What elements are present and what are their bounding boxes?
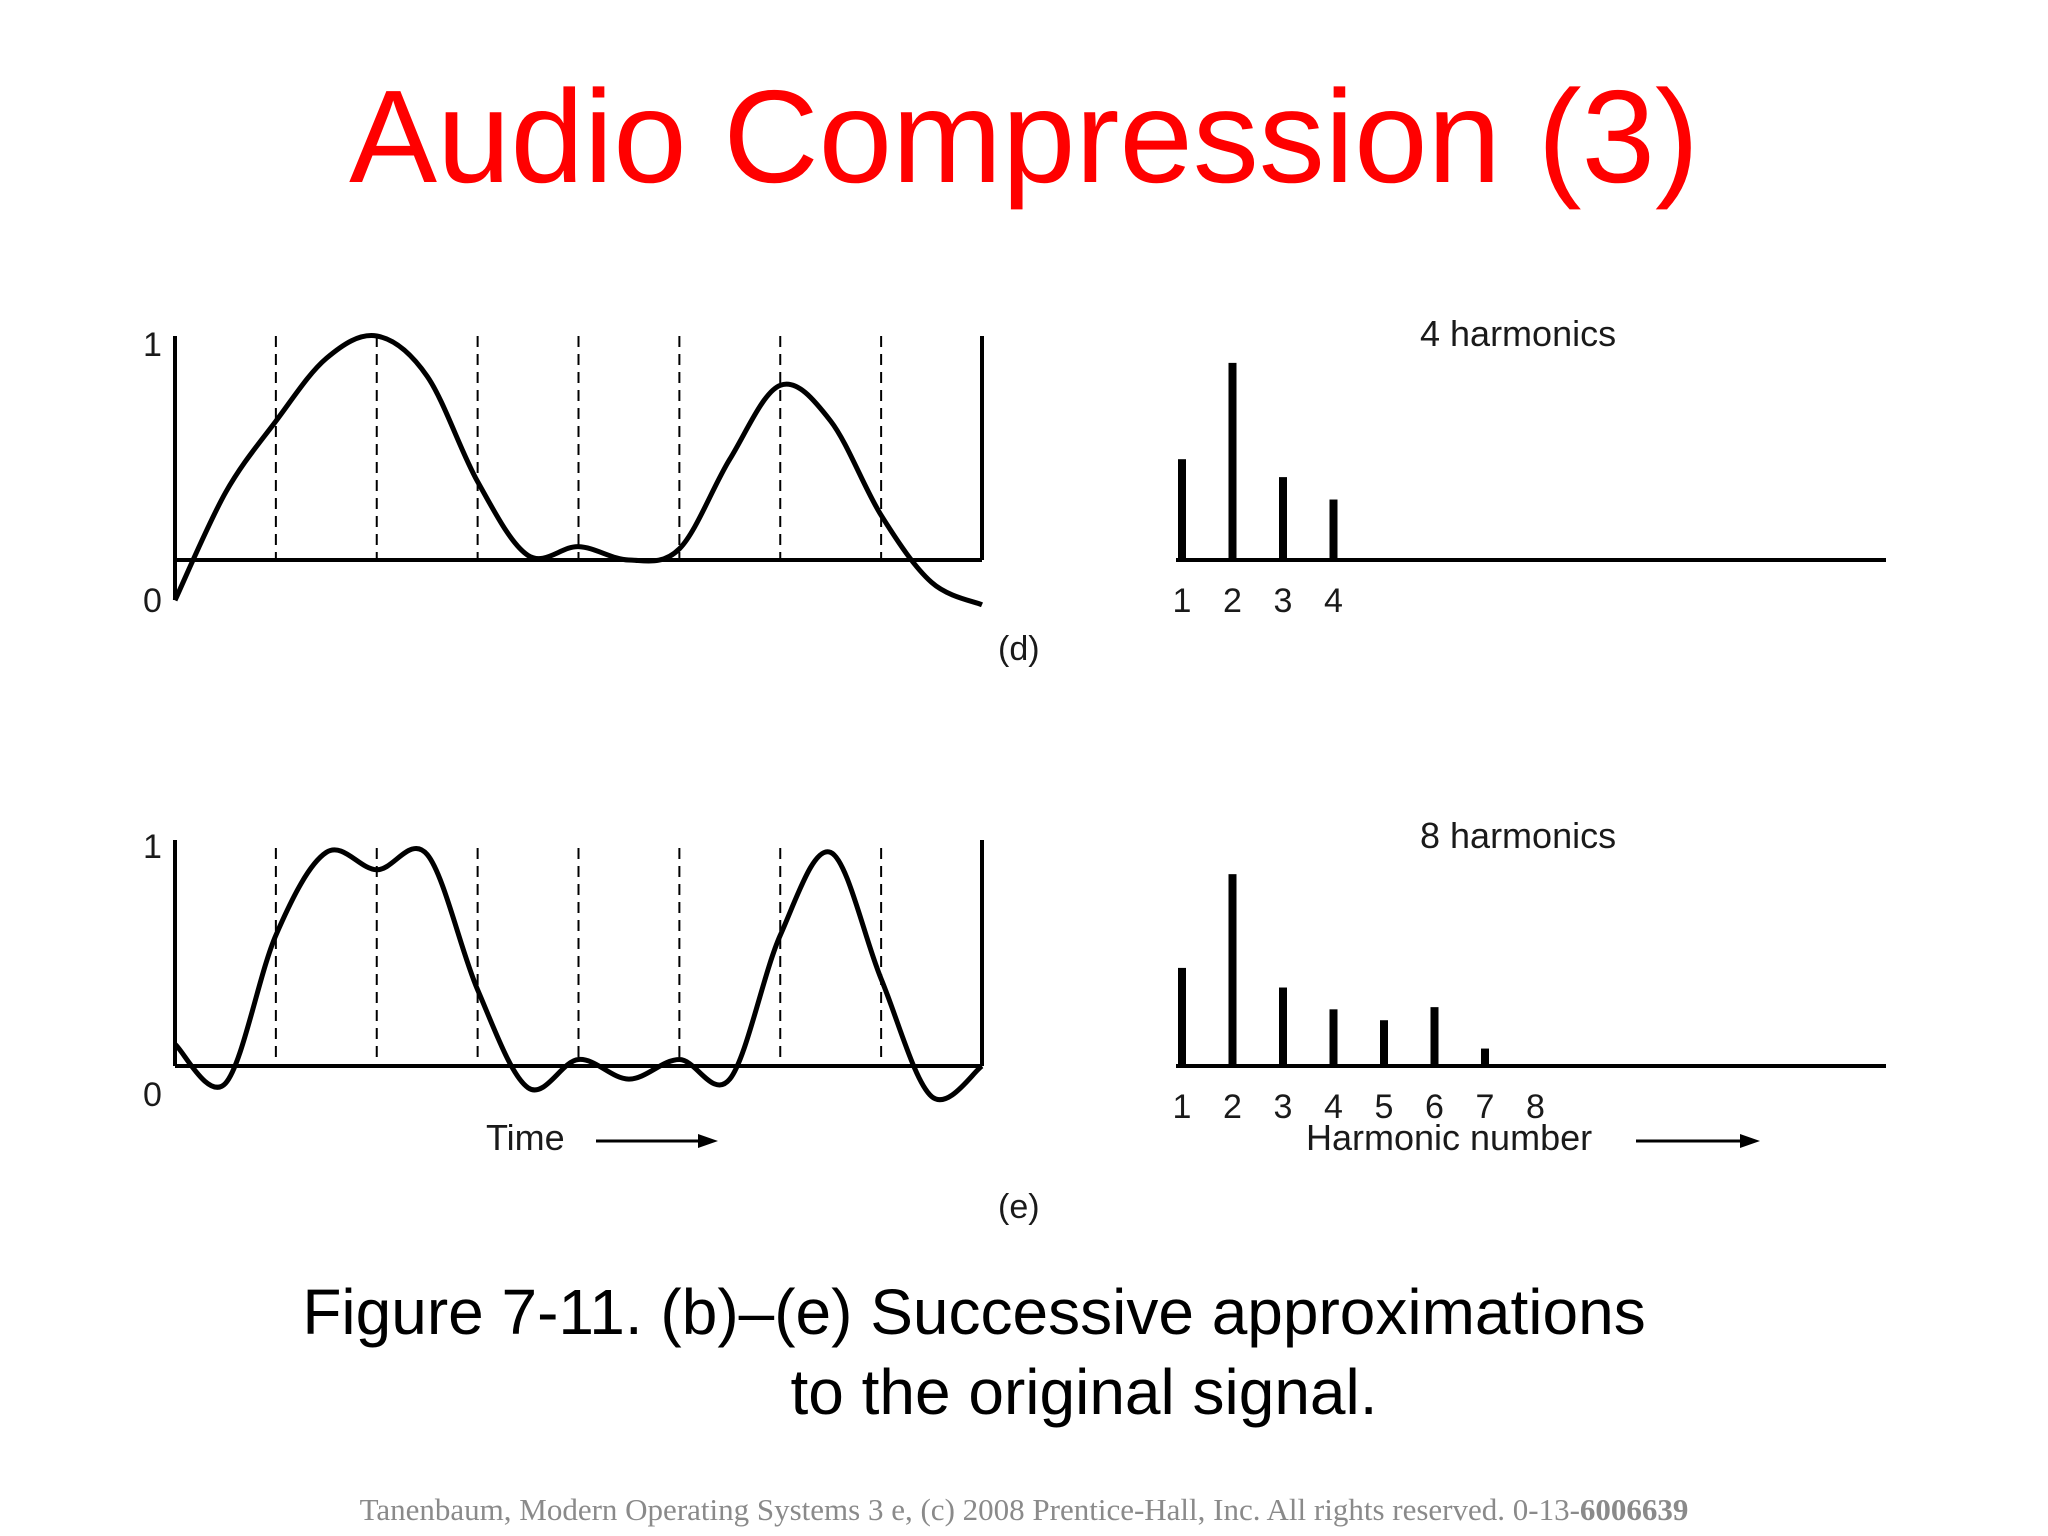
signal-e-ytick-0: 0 — [143, 1076, 162, 1114]
harmonics-e-bar-6 — [1430, 1007, 1439, 1066]
harmonics-e-title: 8 harmonics — [1420, 815, 1616, 856]
harmonics-e-tick-6: 6 — [1425, 1088, 1444, 1126]
harmonics-e-bars — [1178, 874, 1489, 1066]
panel-label-d: (d) — [998, 630, 1040, 668]
signal-e-ytick-1: 1 — [143, 828, 162, 866]
signal-e-gridlines — [274, 848, 883, 1066]
signal-chart-d: 1 0 (d) — [143, 326, 1040, 668]
signal-e-xlabel: Time — [486, 1117, 565, 1158]
harmonics-d-bar-1 — [1178, 459, 1186, 560]
harmonics-e-tick-8: 8 — [1526, 1088, 1545, 1126]
harmonics-d-tick-4: 4 — [1324, 582, 1343, 620]
harmonics-d-bar-4 — [1329, 499, 1338, 560]
signal-e-curve — [173, 846, 984, 1102]
signal-d-gridlines — [274, 336, 883, 560]
signal-d-ytick-1: 1 — [143, 326, 162, 364]
harmonics-e-tick-2: 2 — [1223, 1088, 1242, 1126]
caption-line-2: to the original signal. — [790, 1356, 1378, 1428]
harmonics-e-bar-7 — [1481, 1048, 1489, 1066]
harmonics-d-bar-2 — [1228, 362, 1237, 560]
harmonics-d-tick-1: 1 — [1173, 582, 1192, 620]
harmonics-e-bar-4 — [1329, 1009, 1338, 1066]
signal-d-curve — [172, 333, 984, 608]
harmonics-e-bar-5 — [1380, 1020, 1388, 1066]
harmonics-d-tick-3: 3 — [1274, 582, 1293, 620]
harmonic-arrow-head — [1740, 1134, 1760, 1148]
harmonics-d-title: 4 harmonics — [1420, 313, 1616, 354]
harmonics-e-tick-3: 3 — [1274, 1088, 1293, 1126]
signal-chart-e: 1 0 Time (e) — [143, 828, 1040, 1226]
harmonics-d-bars — [1178, 362, 1338, 560]
copyright-footer: Tanenbaum, Modern Operating Systems 3 e,… — [0, 1490, 2048, 1530]
harmonics-e-xlabel: Harmonic number — [1306, 1117, 1592, 1158]
panel-label-e: (e) — [998, 1188, 1040, 1226]
caption-line-1: Figure 7-11. (b)–(e) Successive approxim… — [302, 1276, 1646, 1348]
harmonics-e-tick-5: 5 — [1375, 1088, 1394, 1126]
time-arrow-head — [698, 1134, 718, 1148]
footer-text: Tanenbaum, Modern Operating Systems 3 e,… — [359, 1492, 1580, 1527]
harmonics-e-tick-4: 4 — [1324, 1088, 1343, 1126]
signal-d-ytick-0: 0 — [143, 582, 162, 620]
harmonics-d-bar-3 — [1279, 477, 1287, 560]
harmonics-e-tick-7: 7 — [1476, 1088, 1495, 1126]
harmonics-d-tick-2: 2 — [1223, 582, 1242, 620]
footer-isbn: 6006639 — [1579, 1492, 1689, 1527]
harmonics-e-tick-1: 1 — [1173, 1088, 1192, 1126]
harmonics-e-bar-2 — [1228, 874, 1237, 1066]
harmonics-e-bar-3 — [1279, 987, 1287, 1066]
slide-title: Audio Compression (3) — [349, 63, 1699, 210]
harmonics-e-bar-1 — [1178, 967, 1186, 1066]
